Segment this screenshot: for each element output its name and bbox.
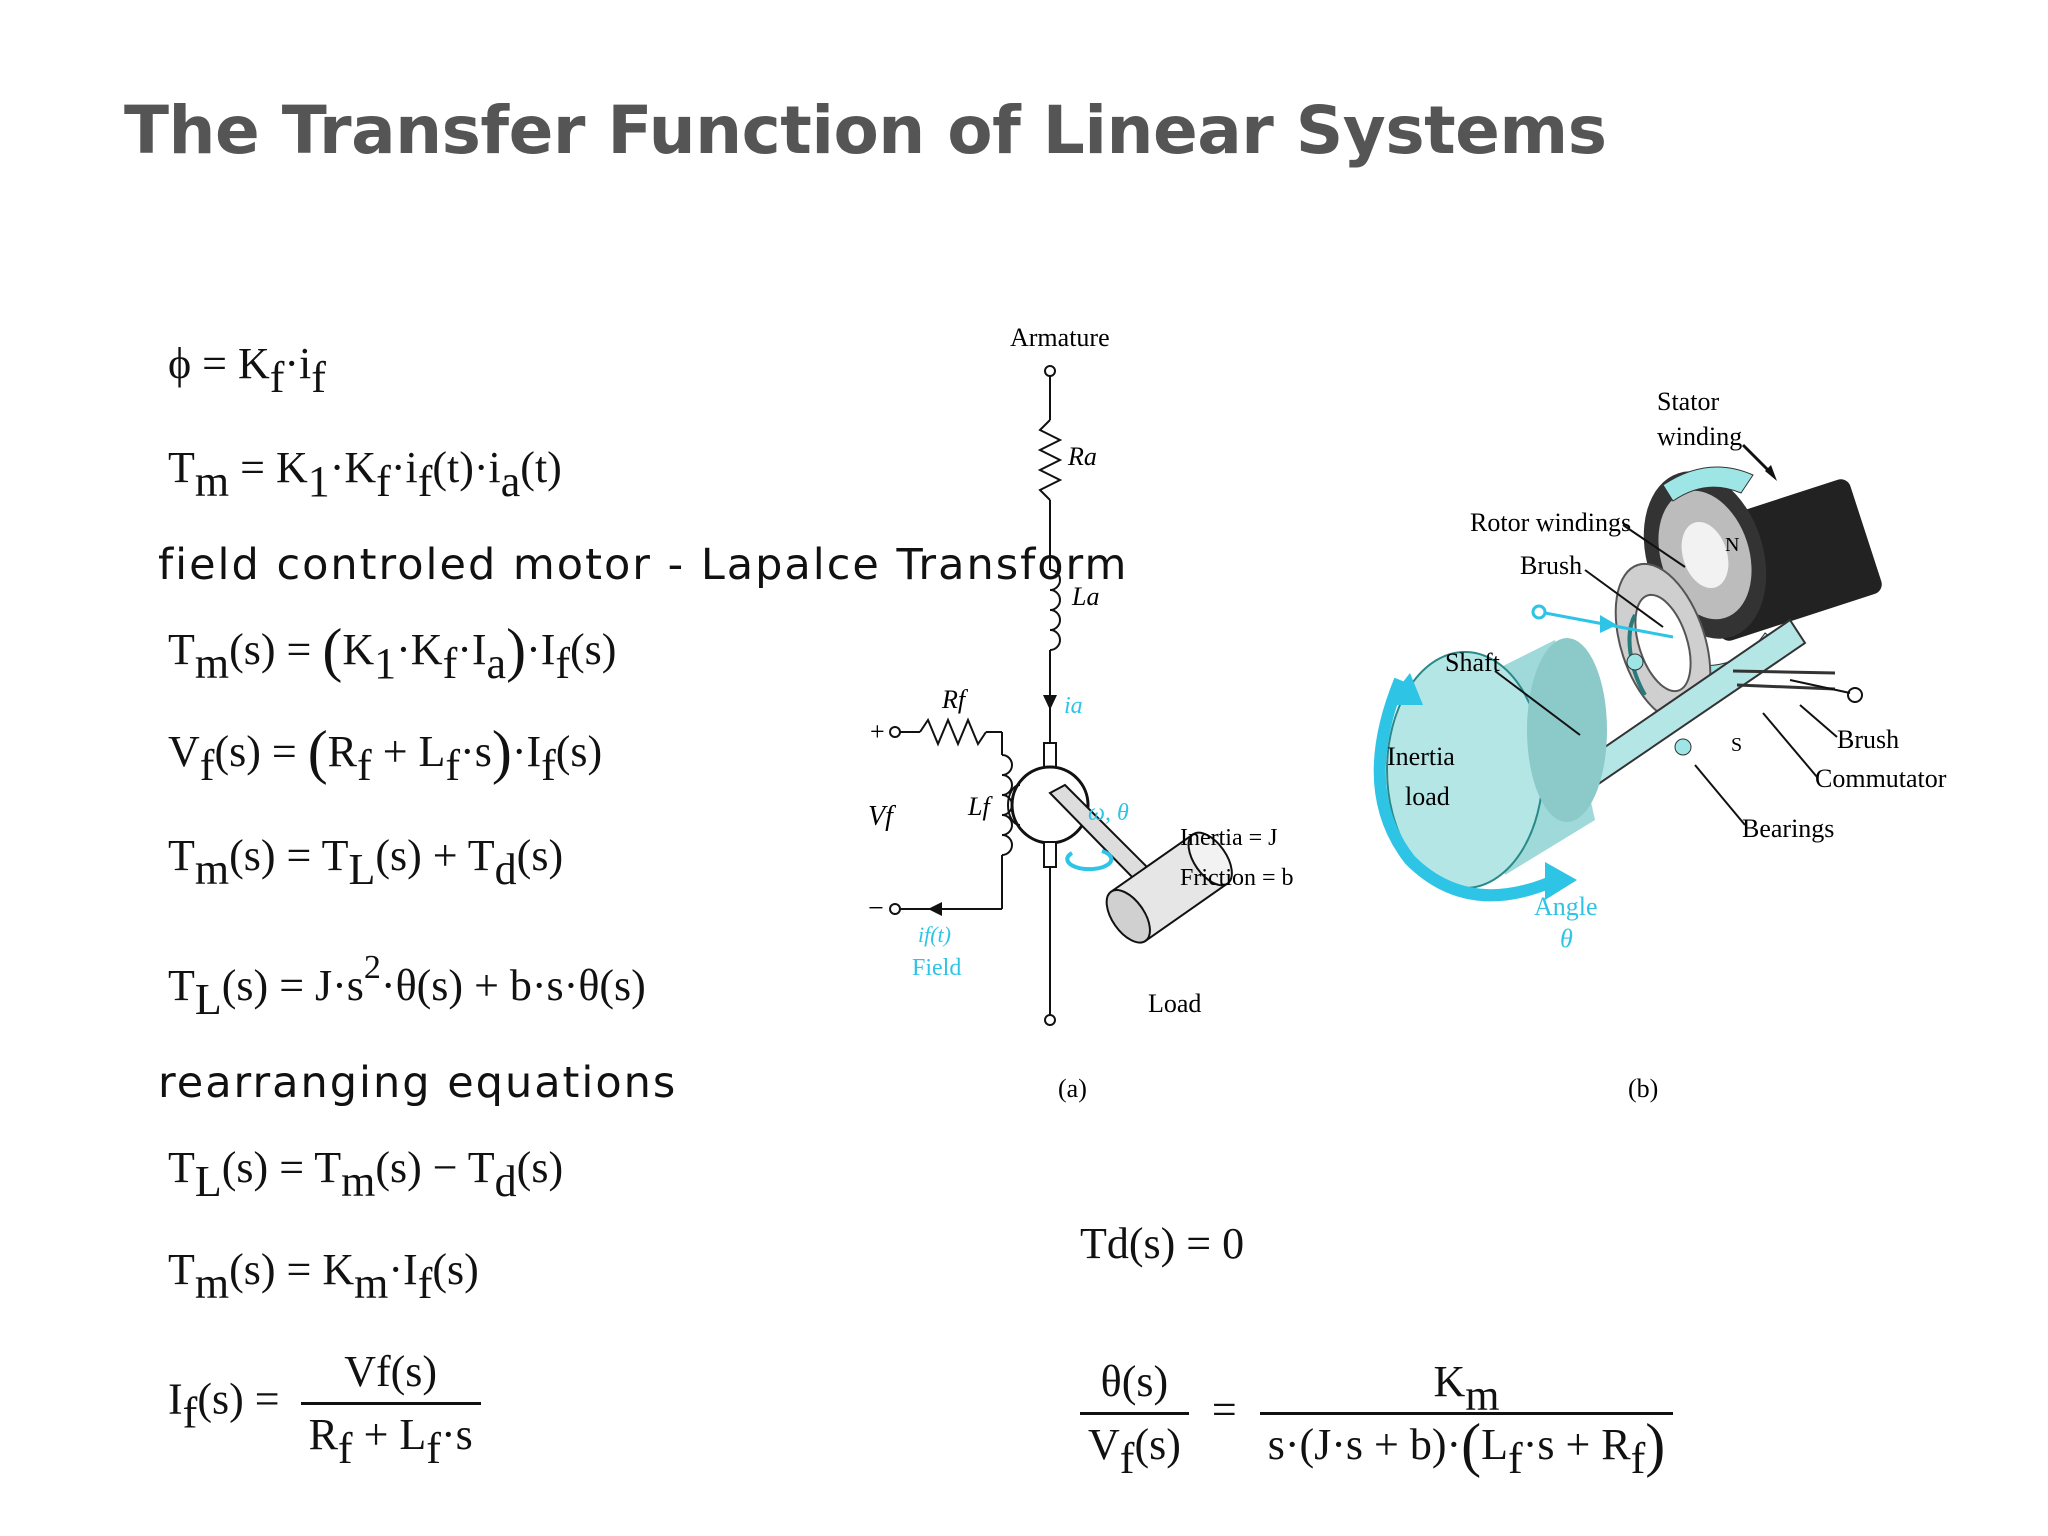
field-current-equation: If(s) = Vf(s)Rf + Lf·s bbox=[168, 1350, 481, 1471]
bearing-ring bbox=[1614, 562, 1712, 756]
inertia-load-cylinder bbox=[1386, 638, 1607, 889]
disturbance-zero: Td(s) = 0 bbox=[1080, 1219, 1245, 1268]
minus-terminal: − bbox=[868, 893, 884, 924]
friction-label: Friction = b bbox=[1180, 865, 1294, 891]
brush-top-label: Brush bbox=[1520, 551, 1582, 580]
if-label: if(t) bbox=[918, 922, 951, 947]
torque-balance-equation: Tm(s) = TL(s) + Td(s) bbox=[168, 831, 564, 894]
motor-torque-km: Tm(s) = Km·If(s) bbox=[168, 1245, 479, 1308]
motor-cutaway-diagram: N S ia Inertia load Angle θ Stator windi… bbox=[1373, 387, 1947, 1103]
load-torque-equation: TL(s) = J·s2·θ(s) + b·s·θ(s) bbox=[168, 949, 646, 1024]
slide-title: The Transfer Function of Linear Systems bbox=[124, 92, 1607, 169]
torque-laplace-equation: Tm(s) = (K1·Kf·Ia)·If(s) bbox=[168, 617, 617, 688]
angle-label: Angle bbox=[1534, 892, 1598, 921]
brush-right-label: Brush bbox=[1837, 725, 1899, 754]
stator-winding-label-1: Stator bbox=[1657, 387, 1719, 416]
caption-a: (a) bbox=[1058, 1074, 1087, 1103]
field-inductor bbox=[1001, 754, 1013, 856]
load-torque-rearranged: TL(s) = Tm(s) − Td(s) bbox=[168, 1143, 564, 1206]
shaft-label: Shaft bbox=[1445, 648, 1501, 677]
theta-label: θ bbox=[1560, 924, 1573, 953]
load-label: Load bbox=[1148, 989, 1201, 1018]
field-controlled-heading: field controled motor - Lapalce Transfor… bbox=[158, 540, 1129, 590]
inertia-load-label-1: Inertia bbox=[1387, 742, 1455, 771]
rotor-windings-label: Rotor windings bbox=[1470, 508, 1631, 537]
ia-label: ia bbox=[1064, 693, 1083, 719]
armature-resistor bbox=[1037, 419, 1063, 501]
plus-terminal: + bbox=[870, 717, 885, 746]
s-pole-label: S bbox=[1731, 734, 1742, 756]
flux-equation: ϕ = Kf·if bbox=[168, 339, 326, 402]
angle-arrow bbox=[1373, 677, 1563, 902]
caption-b: (b) bbox=[1628, 1074, 1658, 1103]
n-pole-label: N bbox=[1725, 534, 1739, 556]
commutator-label: Commutator bbox=[1815, 764, 1947, 793]
rearranging-heading: rearranging equations bbox=[158, 1058, 678, 1108]
vf-label: Vf bbox=[868, 801, 896, 832]
field-resistor bbox=[919, 717, 987, 747]
inertia-load-label-2: load bbox=[1405, 782, 1450, 811]
field-voltage-equation: Vf(s) = (Rf + Lf·s)·If(s) bbox=[168, 719, 603, 790]
omega-theta-label: ω, θ bbox=[1088, 800, 1129, 826]
motor-circuit-diagram: Armature Ra La ia ω, θ Inertia = J Frict… bbox=[868, 323, 1294, 1103]
torque-equation: Tm = K1·Kf·if(t)·ia(t) bbox=[168, 443, 562, 506]
armature-label: Armature bbox=[1010, 323, 1110, 352]
inertia-label: Inertia = J bbox=[1180, 825, 1278, 851]
armature-inductor bbox=[1049, 569, 1061, 651]
lf-label: Lf bbox=[967, 792, 993, 821]
stator-winding-label-2: winding bbox=[1657, 422, 1742, 451]
field-label: Field bbox=[912, 955, 961, 981]
rf-label: Rf bbox=[941, 685, 969, 714]
ra-label: Ra bbox=[1067, 442, 1097, 471]
load-cylinder bbox=[1105, 831, 1233, 944]
la-label: La bbox=[1071, 582, 1099, 611]
bearings-label: Bearings bbox=[1742, 814, 1834, 843]
